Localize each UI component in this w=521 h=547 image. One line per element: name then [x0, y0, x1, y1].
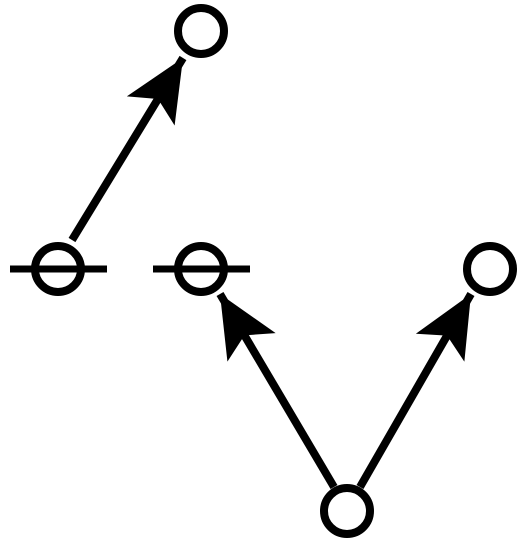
mid-center-node	[153, 242, 250, 296]
mid-left-node	[10, 242, 107, 296]
mid-right-node	[463, 242, 517, 296]
top-left-node	[174, 4, 228, 58]
edge-bottom-to-mid-right	[356, 292, 475, 489]
edge-bottom-to-mid-center	[216, 291, 338, 490]
edge-mid-left-to-top-left	[68, 55, 187, 243]
bottom-node	[320, 484, 374, 538]
